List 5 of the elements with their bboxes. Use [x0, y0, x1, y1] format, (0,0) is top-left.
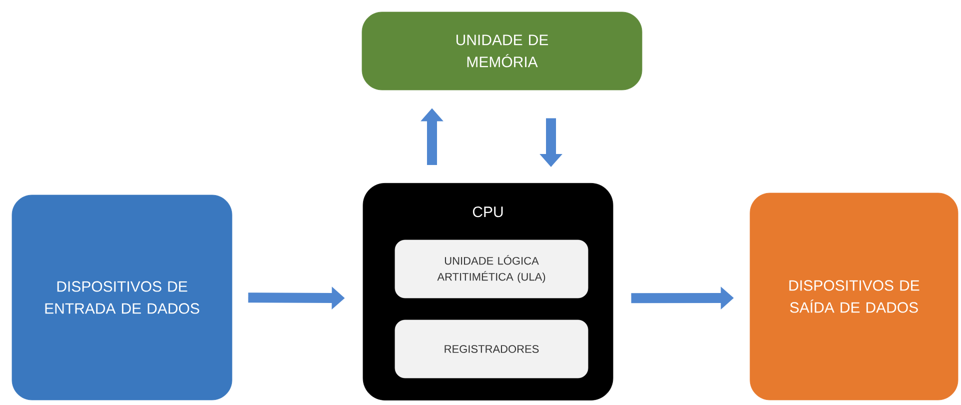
memory-box: UNIDADE DE MEMÓRIA — [362, 12, 642, 90]
input-devices-box: DISPOSITIVOS DE ENTRADA DE DADOS — [12, 194, 232, 400]
registers-box: REGISTRADORES — [394, 320, 588, 378]
output-devices-box: DISPOSITIVOS DE SAÍDA DE DADOS — [750, 192, 958, 400]
alu-box: UNIDADE LÓGICA ARTITIMÉTICA (ULA) — [394, 240, 588, 298]
